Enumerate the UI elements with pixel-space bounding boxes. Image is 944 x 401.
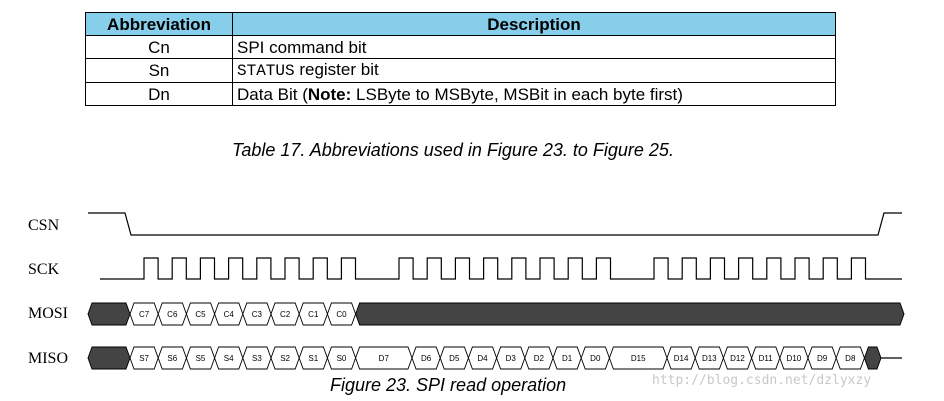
miso-bit-label: D12 [730,354,745,363]
miso-bit-label: S2 [280,354,290,363]
table-header-row: Abbreviation Description [85,12,836,36]
header-abbreviation: Abbreviation [85,12,233,36]
miso-bit-label: S5 [196,354,206,363]
abbr-cell: Dn [85,82,233,106]
desc-cell: Data Bit (Note: LSByte to MSByte, MSBit … [232,82,836,106]
miso-bit-label: S0 [337,354,347,363]
note-label: Note: [307,84,352,104]
miso-bit-label: D0 [590,354,601,363]
miso-bit-label: D6 [421,354,432,363]
sck-line [100,257,902,280]
desc-text: Data Bit ( [237,84,308,104]
mosi-bit-label: C7 [139,310,150,319]
sck-waveform [100,257,902,280]
desc-cell: SPI command bit [232,35,836,59]
watermark: http://blog.csdn.net/dzlyxzy [652,373,872,388]
miso-bit-label: D7 [379,354,390,363]
miso-bit-label: S3 [252,354,262,363]
mosi-bit-label: C5 [195,310,206,319]
miso-bit-label: D10 [787,354,802,363]
mosi-idle-end [355,302,905,326]
miso-bit-label: D13 [702,354,717,363]
table-row: Cn SPI command bit [85,35,836,59]
miso-idle-start [87,346,131,370]
signal-label-miso: MISO [28,350,68,367]
mosi-bit-label: C3 [252,310,263,319]
table-row: Sn STATUS register bit [85,58,836,83]
signal-label-csn: CSN [28,217,60,234]
miso-bit-label: S7 [139,354,149,363]
figure-caption: Figure 23. SPI read operation [330,375,567,395]
miso-bit-label: D4 [477,354,488,363]
miso-bit-label: S6 [167,354,177,363]
desc-cell: STATUS register bit [232,58,836,83]
miso-bit-label: S4 [224,354,234,363]
desc-text: register bit [294,60,379,79]
miso-idle-end [863,346,882,370]
mosi-bit-label: C0 [336,310,347,319]
miso-bit-label: D5 [449,354,460,363]
mosi-bit-label: C2 [280,310,291,319]
mosi-bit-label: C6 [167,310,178,319]
miso-bit-label: D8 [845,354,856,363]
miso-bus: S7 S6 S5 S4 S3 S2 S1 S0 D7 D6 D5 D4 D3 D2 D1 D0 D15 D14 D1… [87,346,902,370]
signal-label-mosi: MOSI [28,305,68,322]
miso-bit-label: D15 [631,354,646,363]
abbr-cell: Sn [85,58,233,83]
miso-bit-label: D2 [534,354,545,363]
table-row: Dn Data Bit (Note: LSByte to MSByte, MSB… [85,82,836,106]
status-code: STATUS [237,62,295,80]
mosi-bus: C7 C6 C5 C4 C3 C2 C1 C0 [87,302,905,326]
miso-bit-label: D1 [562,354,573,363]
csn-waveform [88,212,902,236]
mosi-idle-start [87,302,131,326]
miso-bit-label: D3 [506,354,517,363]
miso-bit-label: D14 [674,354,689,363]
mosi-bit-label: C1 [308,310,319,319]
signal-label-sck: SCK [28,261,60,278]
mosi-bit-label: C4 [224,310,235,319]
header-description: Description [232,12,836,36]
miso-bit-label: S1 [308,354,318,363]
table-caption: Table 17. Abbreviations used in Figure 2… [232,140,674,160]
miso-bit-label: D9 [817,354,828,363]
spi-timing-diagram: CSN SCK MOSI MISO C7 C6 C5 C4 C3 C2 C1 C0 S7 S6 S5 S4… [28,212,905,370]
csn-line [88,212,902,236]
miso-bit-label: D11 [759,354,774,363]
desc-text: LSByte to MSByte, MSBit in each byte fir… [351,84,683,104]
abbreviation-table: Abbreviation Description Cn SPI command … [85,12,836,106]
abbr-cell: Cn [85,35,233,59]
